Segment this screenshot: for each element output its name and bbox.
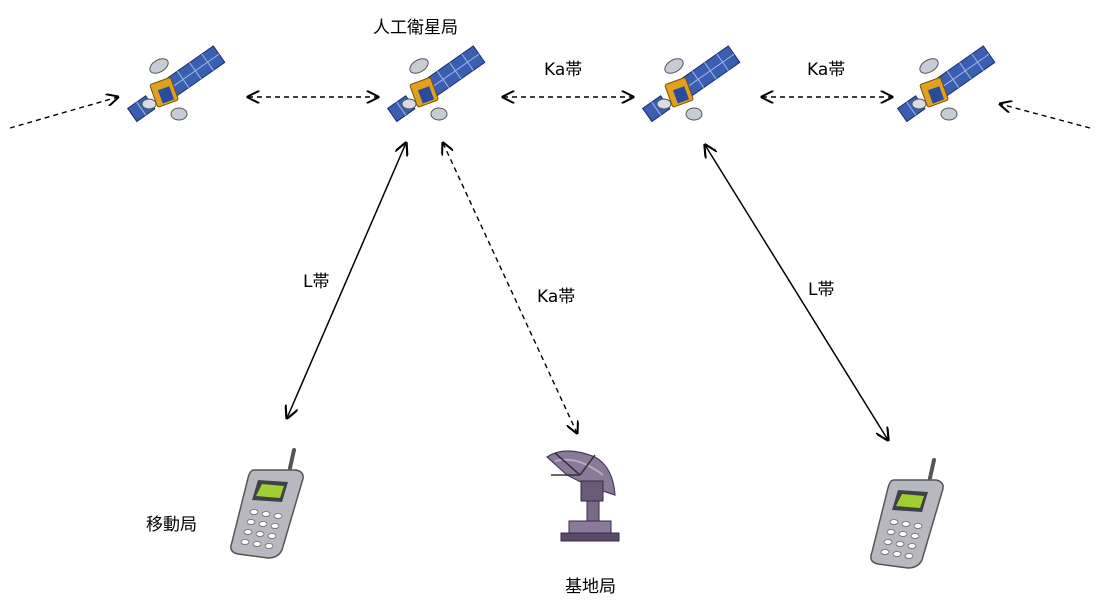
l-band-link-2 xyxy=(705,145,888,440)
edge-link-left xyxy=(9,97,118,129)
edge-link-right xyxy=(1000,104,1091,129)
satellite-icon xyxy=(385,45,486,124)
ka-band-label-isl-1: Ka帯 xyxy=(544,60,583,80)
mobile-phone-icon xyxy=(228,448,306,560)
satellite-icon xyxy=(640,45,741,124)
l-band-label-2: L帯 xyxy=(808,280,835,300)
satellite-station-label: 人工衛星局 xyxy=(373,18,458,38)
satellite-icon xyxy=(895,45,996,124)
satellite-icon xyxy=(125,45,226,124)
mobile-station-label: 移動局 xyxy=(146,515,197,535)
ka-band-label-feeder: Ka帯 xyxy=(537,287,576,307)
mobile-phone-icon xyxy=(868,458,946,570)
base-station-label: 基地局 xyxy=(565,577,616,597)
l-band-link-1 xyxy=(287,143,406,418)
satellite-dish-icon xyxy=(546,450,620,542)
l-band-label-1: L帯 xyxy=(303,272,330,292)
ka-band-label-isl-2: Ka帯 xyxy=(807,60,846,80)
